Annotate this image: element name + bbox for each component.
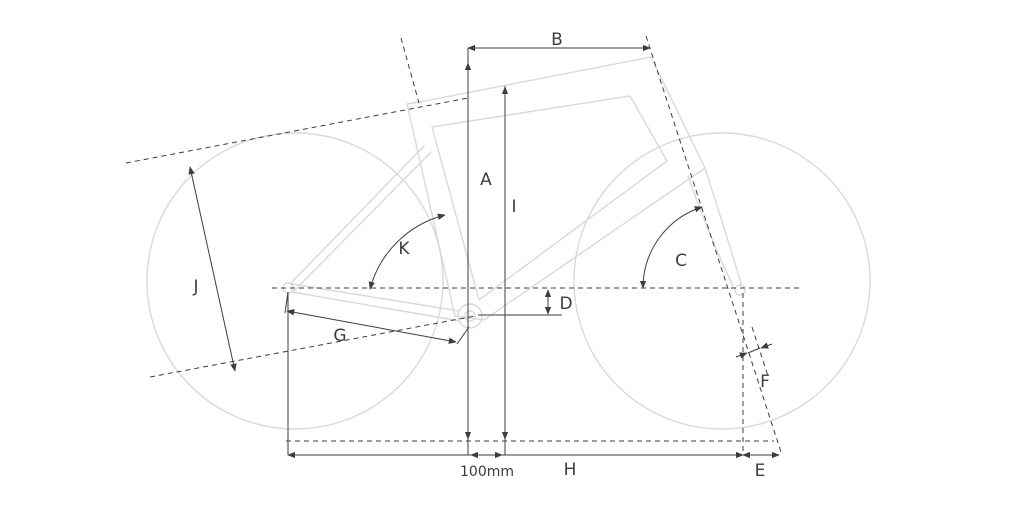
chain-stays xyxy=(291,283,461,322)
dim-j-line xyxy=(188,166,237,372)
dim-c-arc xyxy=(639,206,703,289)
bottom-bracket-outer xyxy=(457,303,483,329)
dim-label-d: D xyxy=(559,294,572,314)
dim-g-line xyxy=(286,309,457,344)
dimension-labels: A B C D E F G H I J K 100mm xyxy=(192,30,769,481)
rear-wheel xyxy=(146,132,444,430)
dim-label-h: H xyxy=(564,460,577,480)
upper-parallel-line xyxy=(125,97,469,164)
dim-label-e: E xyxy=(755,461,766,481)
reference-lines xyxy=(125,35,800,455)
dim-f-line xyxy=(747,347,761,354)
fork-inner-edge xyxy=(687,175,734,287)
lower-parallel-line xyxy=(149,315,476,378)
fork-offset-parallel-line xyxy=(751,326,769,377)
dim-label-c: C xyxy=(675,251,687,271)
main-triangle-outer xyxy=(406,56,706,321)
dim-label-k: K xyxy=(398,239,410,259)
seat-tube-axis-line xyxy=(400,37,420,104)
front-wheel xyxy=(573,132,871,430)
seat-stays xyxy=(290,145,432,292)
main-triangle-cutout xyxy=(431,95,668,301)
dim-label-a: A xyxy=(480,170,492,190)
dim-label-b: B xyxy=(551,30,563,50)
dim-label-f: F xyxy=(760,372,770,392)
dim-label-100mm: 100mm xyxy=(460,464,514,480)
dimension-lines xyxy=(188,44,780,459)
dim-g-extension-right xyxy=(456,326,470,345)
steering-axis-line xyxy=(645,35,782,453)
frame-outline xyxy=(282,56,746,329)
bottom-bracket-inner xyxy=(464,310,476,322)
dim-k-arc xyxy=(368,213,446,290)
front-dropout xyxy=(734,284,746,296)
dim-label-j: J xyxy=(192,277,198,297)
dim-g-extension-left xyxy=(284,291,289,314)
dim-f-arrow-right xyxy=(760,342,773,349)
dim-label-i: I xyxy=(511,197,516,217)
fork-outer-edge xyxy=(704,167,742,285)
dim-f-arrow-left xyxy=(735,352,748,359)
dim-label-g: G xyxy=(333,326,346,346)
